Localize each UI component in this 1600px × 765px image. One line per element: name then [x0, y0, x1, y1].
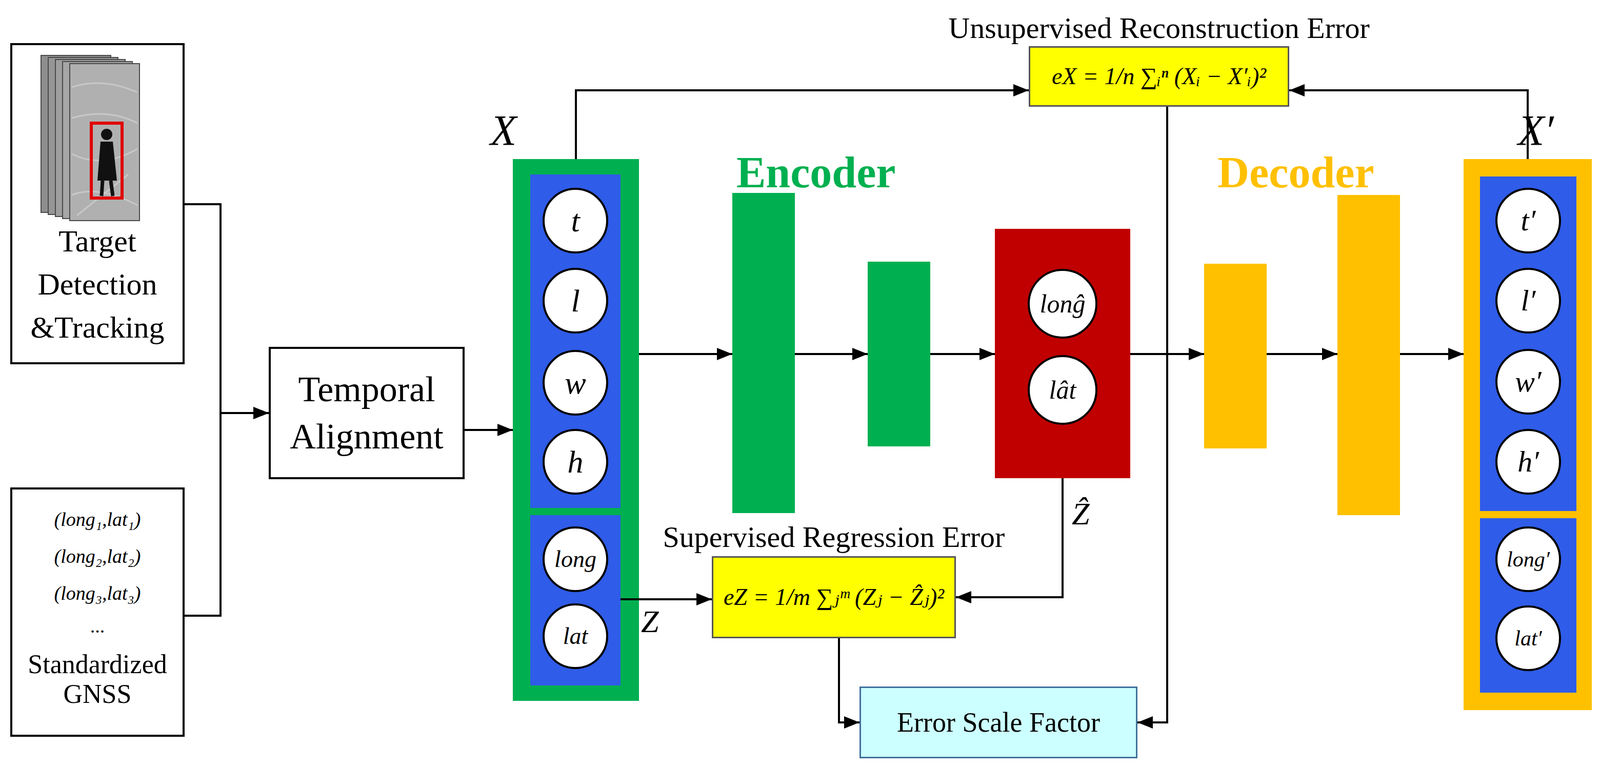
arrow-head	[716, 347, 733, 360]
output-vector: X′t′l′w′h′long′lat′	[1463, 158, 1592, 710]
node-text: Error Scale Factor	[896, 705, 1100, 739]
feature-group: long′ lat′	[1480, 517, 1577, 693]
arrow-head	[852, 347, 868, 360]
variable-circle: long′	[1495, 526, 1562, 592]
variable-circle: w	[542, 349, 609, 416]
error-box: Unsupervised Reconstruction ErroreX = 1/…	[1028, 46, 1290, 107]
node-text: (long₃,lat₃)	[54, 574, 142, 612]
node-text: Standardized GNSS	[17, 649, 178, 709]
input-box: (long₁,lat₁)(long₂,lat₂)(long₃,lat₃)... S…	[10, 487, 185, 737]
section-label: Decoder	[1217, 147, 1375, 197]
arrow-connector	[184, 412, 269, 616]
variable-circle: long	[542, 526, 609, 592]
variable-circle: lat	[542, 603, 609, 669]
node-heading: X′	[1517, 105, 1554, 156]
node-text: w′	[1514, 365, 1542, 398]
node-text: h	[567, 444, 584, 479]
arrow-connector	[184, 204, 269, 413]
variable-circle: t	[542, 187, 609, 254]
node-text: lât	[1049, 375, 1077, 405]
latent-layer: lonĝ lât	[994, 228, 1131, 478]
variable-circle: l′	[1495, 267, 1562, 334]
encoder-layer	[867, 261, 931, 447]
node-text: Target Detection &Tracking	[17, 219, 178, 349]
variable-circle: t′	[1495, 187, 1562, 254]
node-text: eX = 1/n ∑ᵢⁿ (Xᵢ − X′ᵢ)²	[1051, 62, 1267, 91]
feature-group: t′ l′ w′ h′	[1480, 176, 1577, 511]
edge-label: Ẑ	[1071, 495, 1090, 532]
node-text: Temporal Alignment	[275, 365, 458, 460]
node-text: h′	[1517, 445, 1539, 478]
node-heading: X	[490, 105, 517, 156]
variable-circle: w′	[1495, 348, 1562, 415]
variable-circle: h	[542, 428, 609, 495]
node-text: t′	[1521, 204, 1536, 237]
arrow-connector	[464, 428, 513, 431]
node-text: l′	[1521, 284, 1536, 317]
error-box: Supervised Regression ErroreZ = 1/m ∑ⱼᵐ …	[711, 555, 956, 638]
node-heading: Supervised Regression Error	[663, 519, 1006, 554]
feature-group: long lat	[530, 514, 621, 686]
arrow-connector	[838, 637, 860, 723]
node-text: eZ = 1/m ∑ⱼᵐ (Zⱼ − Ẑⱼ)²	[723, 582, 945, 612]
arrow-head	[1322, 347, 1338, 360]
process-box: Error Scale Factor	[859, 686, 1138, 758]
arrow-head	[1188, 347, 1205, 360]
node-text: long′	[1506, 547, 1550, 571]
node-text: (long₂,lat₂)	[54, 537, 142, 575]
node-heading: Unsupervised Reconstruction Error	[948, 10, 1370, 46]
edge-label: Z	[641, 603, 659, 639]
variable-circle: l	[542, 267, 609, 334]
node-text: lat	[563, 623, 589, 650]
arrow-connector	[1289, 90, 1528, 159]
encoder-layer	[732, 192, 795, 513]
node-text: ...	[90, 611, 106, 640]
decoder-layer	[1204, 263, 1267, 449]
arrow-connector	[1137, 106, 1168, 723]
variable-circle: lat′	[1495, 605, 1562, 671]
decoder-layer	[1337, 194, 1400, 515]
section-label: Encoder	[736, 147, 896, 197]
arrow-connector	[955, 477, 1063, 597]
node-text: long	[554, 546, 597, 573]
node-text: lonĝ	[1040, 289, 1086, 318]
feature-group: t l w h	[530, 174, 621, 508]
arrow-connector	[575, 90, 1029, 159]
arrow-connector	[620, 597, 712, 600]
arrow-connector	[638, 352, 995, 355]
frame-stack	[41, 55, 140, 221]
variable-circle: h′	[1495, 428, 1562, 495]
variable-circle: lonĝ	[1027, 268, 1098, 339]
node-text: lat′	[1514, 626, 1543, 650]
node-text: (long₁,lat₁)	[54, 500, 142, 538]
arrow-connector	[1130, 352, 1464, 355]
input-vector: Xtlwhlonglat	[512, 158, 639, 701]
node-text: l	[570, 283, 580, 318]
node-text: w	[564, 365, 586, 400]
variable-circle: lât	[1027, 354, 1098, 425]
process-box: Temporal Alignment	[268, 346, 465, 479]
node-text: t	[570, 203, 580, 238]
